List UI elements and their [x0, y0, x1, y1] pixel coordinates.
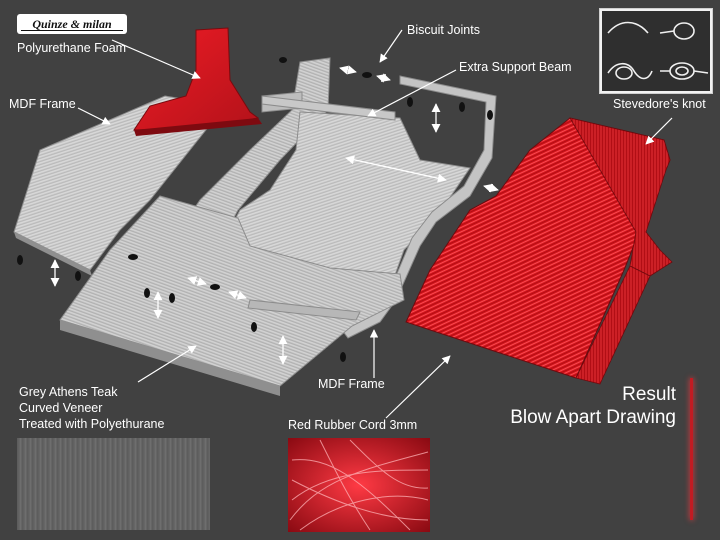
accent-bar — [690, 378, 693, 520]
label-red-rubber-cord: Red Rubber Cord 3mm — [288, 418, 418, 432]
knot-drawing — [607, 21, 709, 80]
label-stevedores-knot: Stevedore's knot — [613, 97, 706, 111]
brand-logo-text: Quinze & milan — [32, 17, 112, 31]
assembly-arrows — [50, 65, 499, 365]
callout-lines — [77, 29, 673, 419]
label-mdf-frame-top: MDF Frame — [9, 97, 76, 111]
knot-step-3 — [602, 51, 656, 91]
result-title-line-1: Result — [622, 384, 676, 405]
label-veneer-line-2: Curved Veneer — [19, 401, 103, 415]
red-cord-seat — [405, 117, 673, 385]
label-veneer-line-3: Treated with Polyethurane — [19, 417, 165, 431]
result-title-line-2: Blow Apart Drawing — [510, 407, 676, 428]
label-polyurethane-foam: Polyurethane Foam — [17, 41, 127, 55]
label-extra-support-beam: Extra Support Beam — [459, 60, 572, 74]
brand-logo: Quinze & milan — [17, 14, 127, 34]
left-mdf-frame — [13, 95, 226, 276]
red-cord-swatch — [288, 438, 430, 532]
extra-support-beam — [261, 95, 396, 121]
knot-reference-image — [599, 8, 713, 94]
biscuit-joints — [17, 57, 493, 362]
knot-step-2 — [656, 11, 710, 51]
polyurethane-foam-piece — [133, 27, 262, 136]
label-mdf-frame-bottom: MDF Frame — [318, 377, 385, 391]
label-veneer-line-1: Grey Athens Teak — [19, 385, 118, 399]
label-biscuit-joints: Biscuit Joints — [407, 23, 480, 37]
veneer-swatch — [17, 438, 210, 530]
